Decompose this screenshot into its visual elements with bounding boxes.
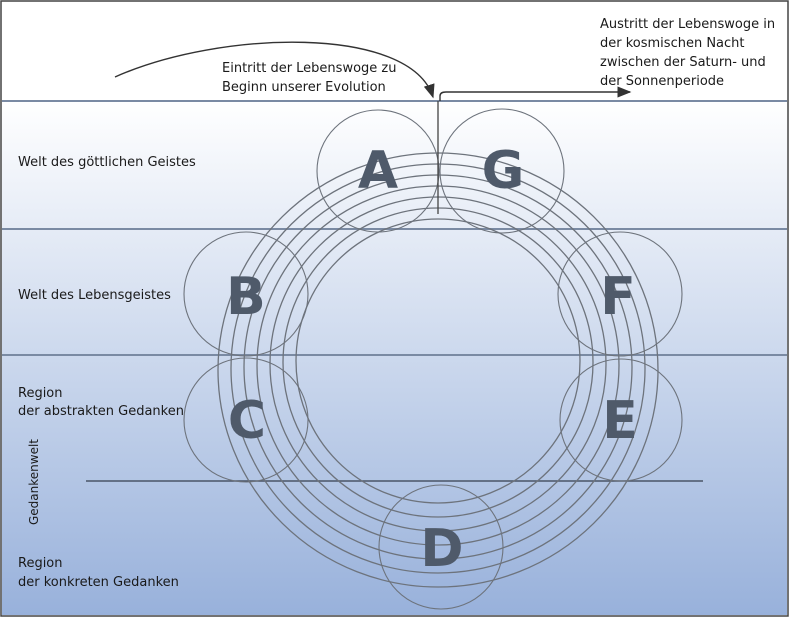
- stage-circle-c: [183, 357, 309, 483]
- stage-circle-a: [316, 109, 440, 233]
- region-label-divine-spirit: Welt des göttlichen Geistes: [18, 155, 196, 170]
- region-label-concrete-2: der konkreten Gedanken: [18, 575, 179, 590]
- region-label-thought-world: Gedankenwelt: [27, 439, 41, 525]
- stage-circle-e: [559, 358, 683, 482]
- stage-letter-e: E: [602, 391, 638, 451]
- level-lines: [2, 100, 787, 356]
- region-label-abstract-1: Region: [18, 386, 63, 401]
- stage-circle-d: [378, 484, 504, 610]
- stage-circle-f: [557, 231, 683, 357]
- world-gradient: [2, 101, 787, 615]
- region-label-abstract-2: der abstrakten Gedanken: [18, 404, 184, 419]
- stage-circle-g: [439, 108, 565, 234]
- stage-letter-f: F: [600, 267, 636, 327]
- exit-label-line-3: zwischen der Saturn- und: [600, 55, 766, 70]
- stage-letter-a: A: [358, 141, 398, 201]
- exit-label-line-2: der kosmischen Nacht: [600, 36, 745, 51]
- stage-letter-c: C: [228, 391, 266, 451]
- exit-arrow: [439, 86, 632, 101]
- stage-letter-g: G: [482, 141, 525, 201]
- stage-circles: [183, 108, 683, 610]
- exit-label-line-4: der Sonnenperiode: [600, 74, 724, 89]
- stage-letter-d: D: [420, 519, 463, 579]
- entry-label-line-1: Eintritt der Lebenswoge zu: [222, 61, 396, 76]
- entry-label-line-2: Beginn unserer Evolution: [222, 80, 386, 95]
- region-label-life-spirit: Welt des Lebensgeistes: [18, 288, 171, 303]
- stage-letter-b: B: [226, 267, 266, 327]
- life-wave-ring: [295, 218, 581, 504]
- stage-circle-b: [183, 231, 309, 357]
- entry-arrow: [114, 41, 435, 99]
- region-label-concrete-1: Region: [18, 556, 63, 571]
- exit-label-line-1: Austritt der Lebenswoge in: [600, 17, 775, 32]
